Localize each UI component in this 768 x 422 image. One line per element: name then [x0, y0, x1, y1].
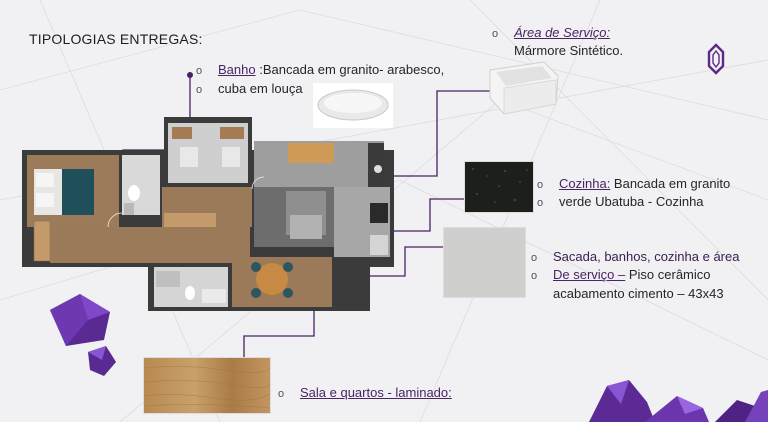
- amethyst-crystal-right: [589, 380, 768, 422]
- banho-desc-1: :Bancada em granito- arabesco,: [255, 62, 445, 77]
- bullet: o: [531, 252, 538, 264]
- laminate-swatch: [144, 358, 270, 413]
- sacada-desc-1: Sacada, banhos, cozinha e área: [553, 249, 740, 264]
- floor-plan: [22, 117, 394, 311]
- bullet: o: [196, 84, 203, 96]
- cozinha-line-2: o verde Ubatuba - Cozinha: [537, 192, 704, 213]
- sacada-label: De serviço –: [553, 267, 626, 282]
- cozinha-desc-1: Bancada em granito: [610, 176, 731, 191]
- amethyst-crystal-left: [50, 294, 116, 376]
- bullet: o: [537, 179, 544, 191]
- sacada-desc-2: Piso cerâmico: [625, 267, 711, 282]
- banho-line-2: o cuba em louça: [196, 79, 303, 100]
- bullet: o: [278, 388, 285, 400]
- bullet: o: [531, 270, 538, 282]
- area-servico-label: Área de Serviço:: [514, 25, 611, 40]
- banho-line-1: o Banho :Bancada em granito- arabesco,: [196, 60, 444, 81]
- cozinha-line-1: o Cozinha: Bancada em granito: [537, 174, 730, 195]
- laundry-sink-swatch: [489, 61, 559, 115]
- cozinha-label: Cozinha:: [559, 176, 611, 191]
- page-title: TIPOLOGIAS ENTREGAS:: [29, 31, 203, 47]
- sacada-line-3: acabamento cimento – 43x43: [553, 286, 724, 301]
- laminate-grain: [144, 366, 270, 409]
- bullet: o: [196, 65, 203, 77]
- sacada-line-2: o De serviço – Piso cerâmico: [531, 265, 711, 286]
- banho-desc-2: cuba em louça: [218, 81, 303, 96]
- banho-label: Banho: [218, 62, 256, 77]
- gem-logo-icon: [707, 43, 725, 75]
- sink-oval-swatch: [313, 83, 393, 128]
- bullet: o: [537, 197, 544, 209]
- sala-line: o Sala e quartos - laminado:: [278, 383, 452, 404]
- area-servico-desc: Mármore Sintético.: [514, 43, 624, 58]
- granite-speckle: [471, 167, 528, 203]
- sala-label: Sala e quartos - laminado:: [300, 385, 452, 400]
- area-servico-line-1: o Área de Serviço:: [492, 23, 610, 44]
- sacada-line-1: o Sacada, banhos, cozinha e área: [531, 247, 739, 268]
- bullet: o: [492, 28, 499, 40]
- ceramic-cement-swatch: [444, 228, 525, 297]
- cozinha-desc-2: verde Ubatuba - Cozinha: [559, 194, 704, 209]
